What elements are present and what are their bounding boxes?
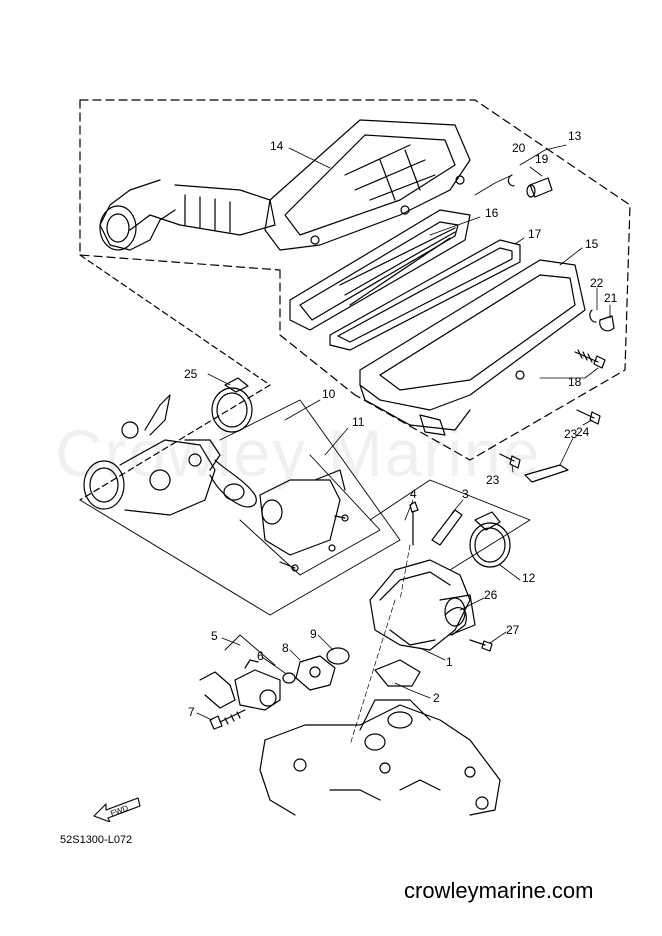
part-18-bolt (574, 349, 606, 369)
part-24-pad (524, 464, 569, 483)
callout-16: 16 (485, 206, 499, 220)
leader-lines (196, 144, 611, 721)
boundary-12 (369, 479, 531, 571)
callout-6: 6 (257, 649, 264, 663)
boundary-11 (239, 454, 381, 576)
callout-13: 13 (568, 129, 582, 143)
callout-2: 2 (433, 691, 440, 705)
site-name: crowleymarine.com (404, 878, 594, 903)
callout-24: 24 (576, 425, 590, 439)
callout-3: 3 (462, 487, 469, 501)
part-1-intake-joint (369, 559, 476, 651)
callout-12: 12 (522, 571, 536, 585)
drawing-code: 52S1300-L072 (60, 834, 133, 846)
part-27-screw (469, 639, 493, 652)
part-23-bolt-a (576, 409, 601, 425)
callout-5: 5 (211, 629, 218, 643)
part-14-air-duct-housing (99, 119, 471, 251)
callouts: 14 13 20 19 16 17 15 22 21 18 23 24 23 2… (184, 129, 618, 719)
part-26-clamp (444, 607, 467, 636)
part-25-hose-clamp (211, 377, 253, 433)
part-5-sensor (199, 659, 281, 711)
callout-10: 10 (322, 387, 336, 401)
callout-25: 25 (184, 367, 198, 381)
boundary-13 (79, 99, 631, 461)
part-23-bolt-b (499, 453, 521, 469)
part-22-clip (589, 309, 597, 323)
callout-8: 8 (282, 641, 289, 655)
boundary-5 (224, 634, 276, 666)
callout-15: 15 (585, 237, 599, 251)
callout-14: 14 (270, 139, 284, 153)
fwd-label: FWD (109, 803, 129, 818)
engine-block (259, 699, 501, 816)
part-16-filter-element (289, 209, 471, 331)
callout-7: 7 (188, 705, 195, 719)
callout-20: 20 (512, 141, 526, 155)
part-9-o-ring (326, 647, 350, 665)
callout-23b: 23 (486, 473, 500, 487)
part-4-bolt (409, 501, 419, 546)
part-8-spacer (295, 655, 336, 691)
boundary-25 (79, 254, 271, 501)
part-12-clamp (469, 511, 511, 568)
callout-9: 9 (310, 627, 317, 641)
part-10-throttle-body (83, 394, 257, 516)
part-7-bolt (209, 709, 246, 730)
part-6-o-ring (282, 672, 296, 684)
part-21-cap (599, 315, 615, 332)
callout-26: 26 (484, 588, 498, 602)
callout-21: 21 (604, 291, 618, 305)
part-11-throttle-sensor (259, 469, 349, 572)
callout-1: 1 (446, 655, 453, 669)
part-15-air-box-case (359, 259, 586, 436)
callout-4: 4 (410, 487, 417, 501)
callout-27: 27 (506, 623, 520, 637)
callout-19: 19 (535, 152, 549, 166)
part-3-plate (431, 509, 463, 546)
part-20-clip (507, 174, 515, 187)
callout-11: 11 (352, 415, 365, 429)
fwd-arrow-icon: FWD (93, 797, 141, 822)
part-19-cap (529, 177, 553, 198)
callout-23a: 23 (564, 427, 578, 441)
boundary-10-11 (79, 399, 401, 616)
part-2-o-ring (374, 659, 421, 687)
callout-17: 17 (528, 227, 542, 241)
callout-22: 22 (590, 276, 604, 290)
part-17-seal (329, 239, 521, 351)
callout-18: 18 (568, 375, 582, 389)
